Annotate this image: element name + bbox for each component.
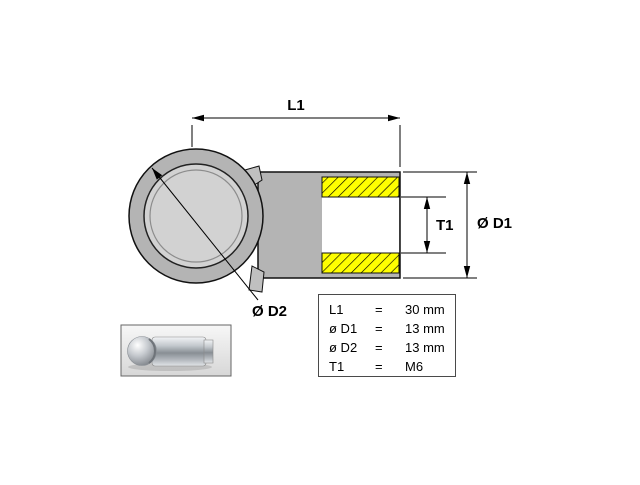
ring-inner-edge xyxy=(149,169,243,263)
equals-sign: = xyxy=(375,340,383,355)
photo-socket-cup xyxy=(148,338,156,364)
dim-value: 13 mm xyxy=(405,340,445,355)
dim-d2-leader xyxy=(151,167,259,301)
dim-t1-label: T1 xyxy=(436,217,454,234)
thread-hatch-top-lines xyxy=(322,177,399,197)
dim-l1 xyxy=(191,117,401,167)
dim-t1-arrow-top xyxy=(423,197,431,209)
dim-d2-arrow xyxy=(152,168,163,180)
dim-t1-arrow-bottom xyxy=(423,241,431,253)
dim-name: ø D1 xyxy=(329,321,358,336)
dim-l1-arrow-left xyxy=(192,114,204,122)
dim-value: 30 mm xyxy=(405,302,445,317)
dim-value: M6 xyxy=(405,359,424,374)
thread-bore xyxy=(322,197,399,253)
dim-name: ø D2 xyxy=(329,340,358,355)
dim-d1 xyxy=(403,171,477,279)
photo-housing-end xyxy=(203,339,214,364)
dim-d1-arrow-top xyxy=(463,172,471,184)
clip-tab-bottom xyxy=(248,265,265,293)
thread-hatch-bottom-lines xyxy=(322,253,399,273)
spec-row-l1: L1 = 30 mm xyxy=(319,300,455,319)
equals-sign: = xyxy=(375,359,383,374)
dim-l1-arrow-right xyxy=(388,114,400,122)
dim-value: 13 mm xyxy=(405,321,445,336)
spec-row-t1: T1 = M6 xyxy=(319,357,455,376)
spec-row-d1: ø D1 = 13 mm xyxy=(319,319,455,338)
dim-name: T1 xyxy=(329,359,345,374)
dim-d2-label: Ø D2 xyxy=(252,303,287,320)
equals-sign: = xyxy=(375,302,383,317)
dim-d1-label: Ø D1 xyxy=(477,215,512,232)
dim-d1-arrow-bottom xyxy=(463,266,471,278)
dimension-table: L1 = 30 mm ø D1 = 13 mm ø D2 = 13 mm T1 … xyxy=(318,294,456,377)
dim-l1-label: L1 xyxy=(287,97,305,114)
product-photo xyxy=(120,324,232,377)
photo-ball xyxy=(127,336,157,366)
ring-seat xyxy=(143,163,249,269)
spec-row-d2: ø D2 = 13 mm xyxy=(319,338,455,357)
photo-housing xyxy=(151,336,207,367)
equals-sign: = xyxy=(375,321,383,336)
dim-name: L1 xyxy=(329,302,344,317)
